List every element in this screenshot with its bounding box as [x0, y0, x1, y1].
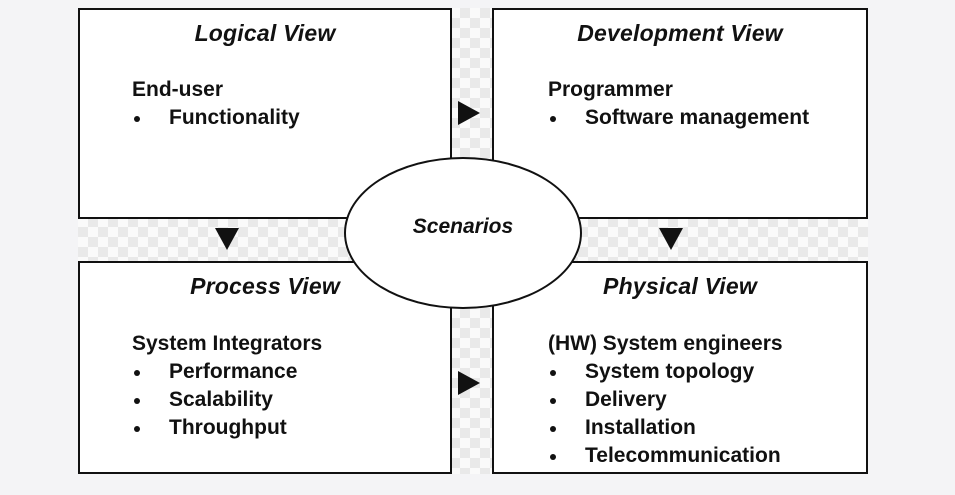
arrow-right-icon: [458, 371, 480, 395]
scenarios-ellipse: Scenarios: [344, 157, 582, 309]
process-view-list: Performance Scalability Throughput: [132, 358, 322, 442]
development-view-role: Programmer: [548, 78, 673, 101]
process-view-role: System Integrators: [132, 332, 323, 355]
list-item: Throughput: [132, 414, 322, 442]
arrow-down-icon: [659, 228, 683, 250]
bullet-icon: [550, 426, 556, 432]
logical-view-title: Logical View: [194, 20, 336, 46]
physical-view-box: Physical View (HW) System engineers Syst…: [492, 261, 868, 474]
bullet-icon: [134, 426, 140, 432]
process-view-box: Process View System Integrators Performa…: [78, 261, 452, 474]
development-view-list: Software management: [548, 104, 809, 132]
bullet-icon: [550, 454, 556, 460]
physical-view-title: Physical View: [603, 273, 757, 299]
development-view-title: Development View: [577, 20, 783, 46]
bullet-icon: [550, 116, 556, 122]
bullet-icon: [134, 116, 140, 122]
process-view-body: System Integrators Performance Scalabili…: [132, 330, 322, 442]
bullet-icon: [134, 398, 140, 404]
arrow-right-icon: [458, 101, 480, 125]
list-item: Software management: [548, 104, 809, 132]
list-item: Performance: [132, 358, 322, 386]
list-item: Telecommunication: [548, 442, 783, 470]
list-item: System topology: [548, 358, 783, 386]
development-view-body: Programmer Software management: [548, 76, 809, 132]
bullet-icon: [550, 370, 556, 376]
physical-view-body: (HW) System engineers System topology De…: [548, 330, 783, 470]
bullet-icon: [550, 398, 556, 404]
list-item: Installation: [548, 414, 783, 442]
process-view-title: Process View: [190, 273, 340, 299]
bullet-icon: [134, 370, 140, 376]
logical-view-list: Functionality: [132, 104, 300, 132]
physical-view-list: System topology Delivery Installation Te…: [548, 358, 783, 470]
arrow-down-icon: [215, 228, 239, 250]
list-item: Delivery: [548, 386, 783, 414]
logical-view-role: End-user: [132, 78, 224, 101]
scenarios-label: Scenarios: [412, 215, 514, 238]
list-item: Functionality: [132, 104, 300, 132]
logical-view-body: End-user Functionality: [132, 76, 300, 132]
physical-view-role: (HW) System engineers: [548, 332, 783, 355]
list-item: Scalability: [132, 386, 322, 414]
development-view-box: Development View Programmer Software man…: [492, 8, 868, 219]
